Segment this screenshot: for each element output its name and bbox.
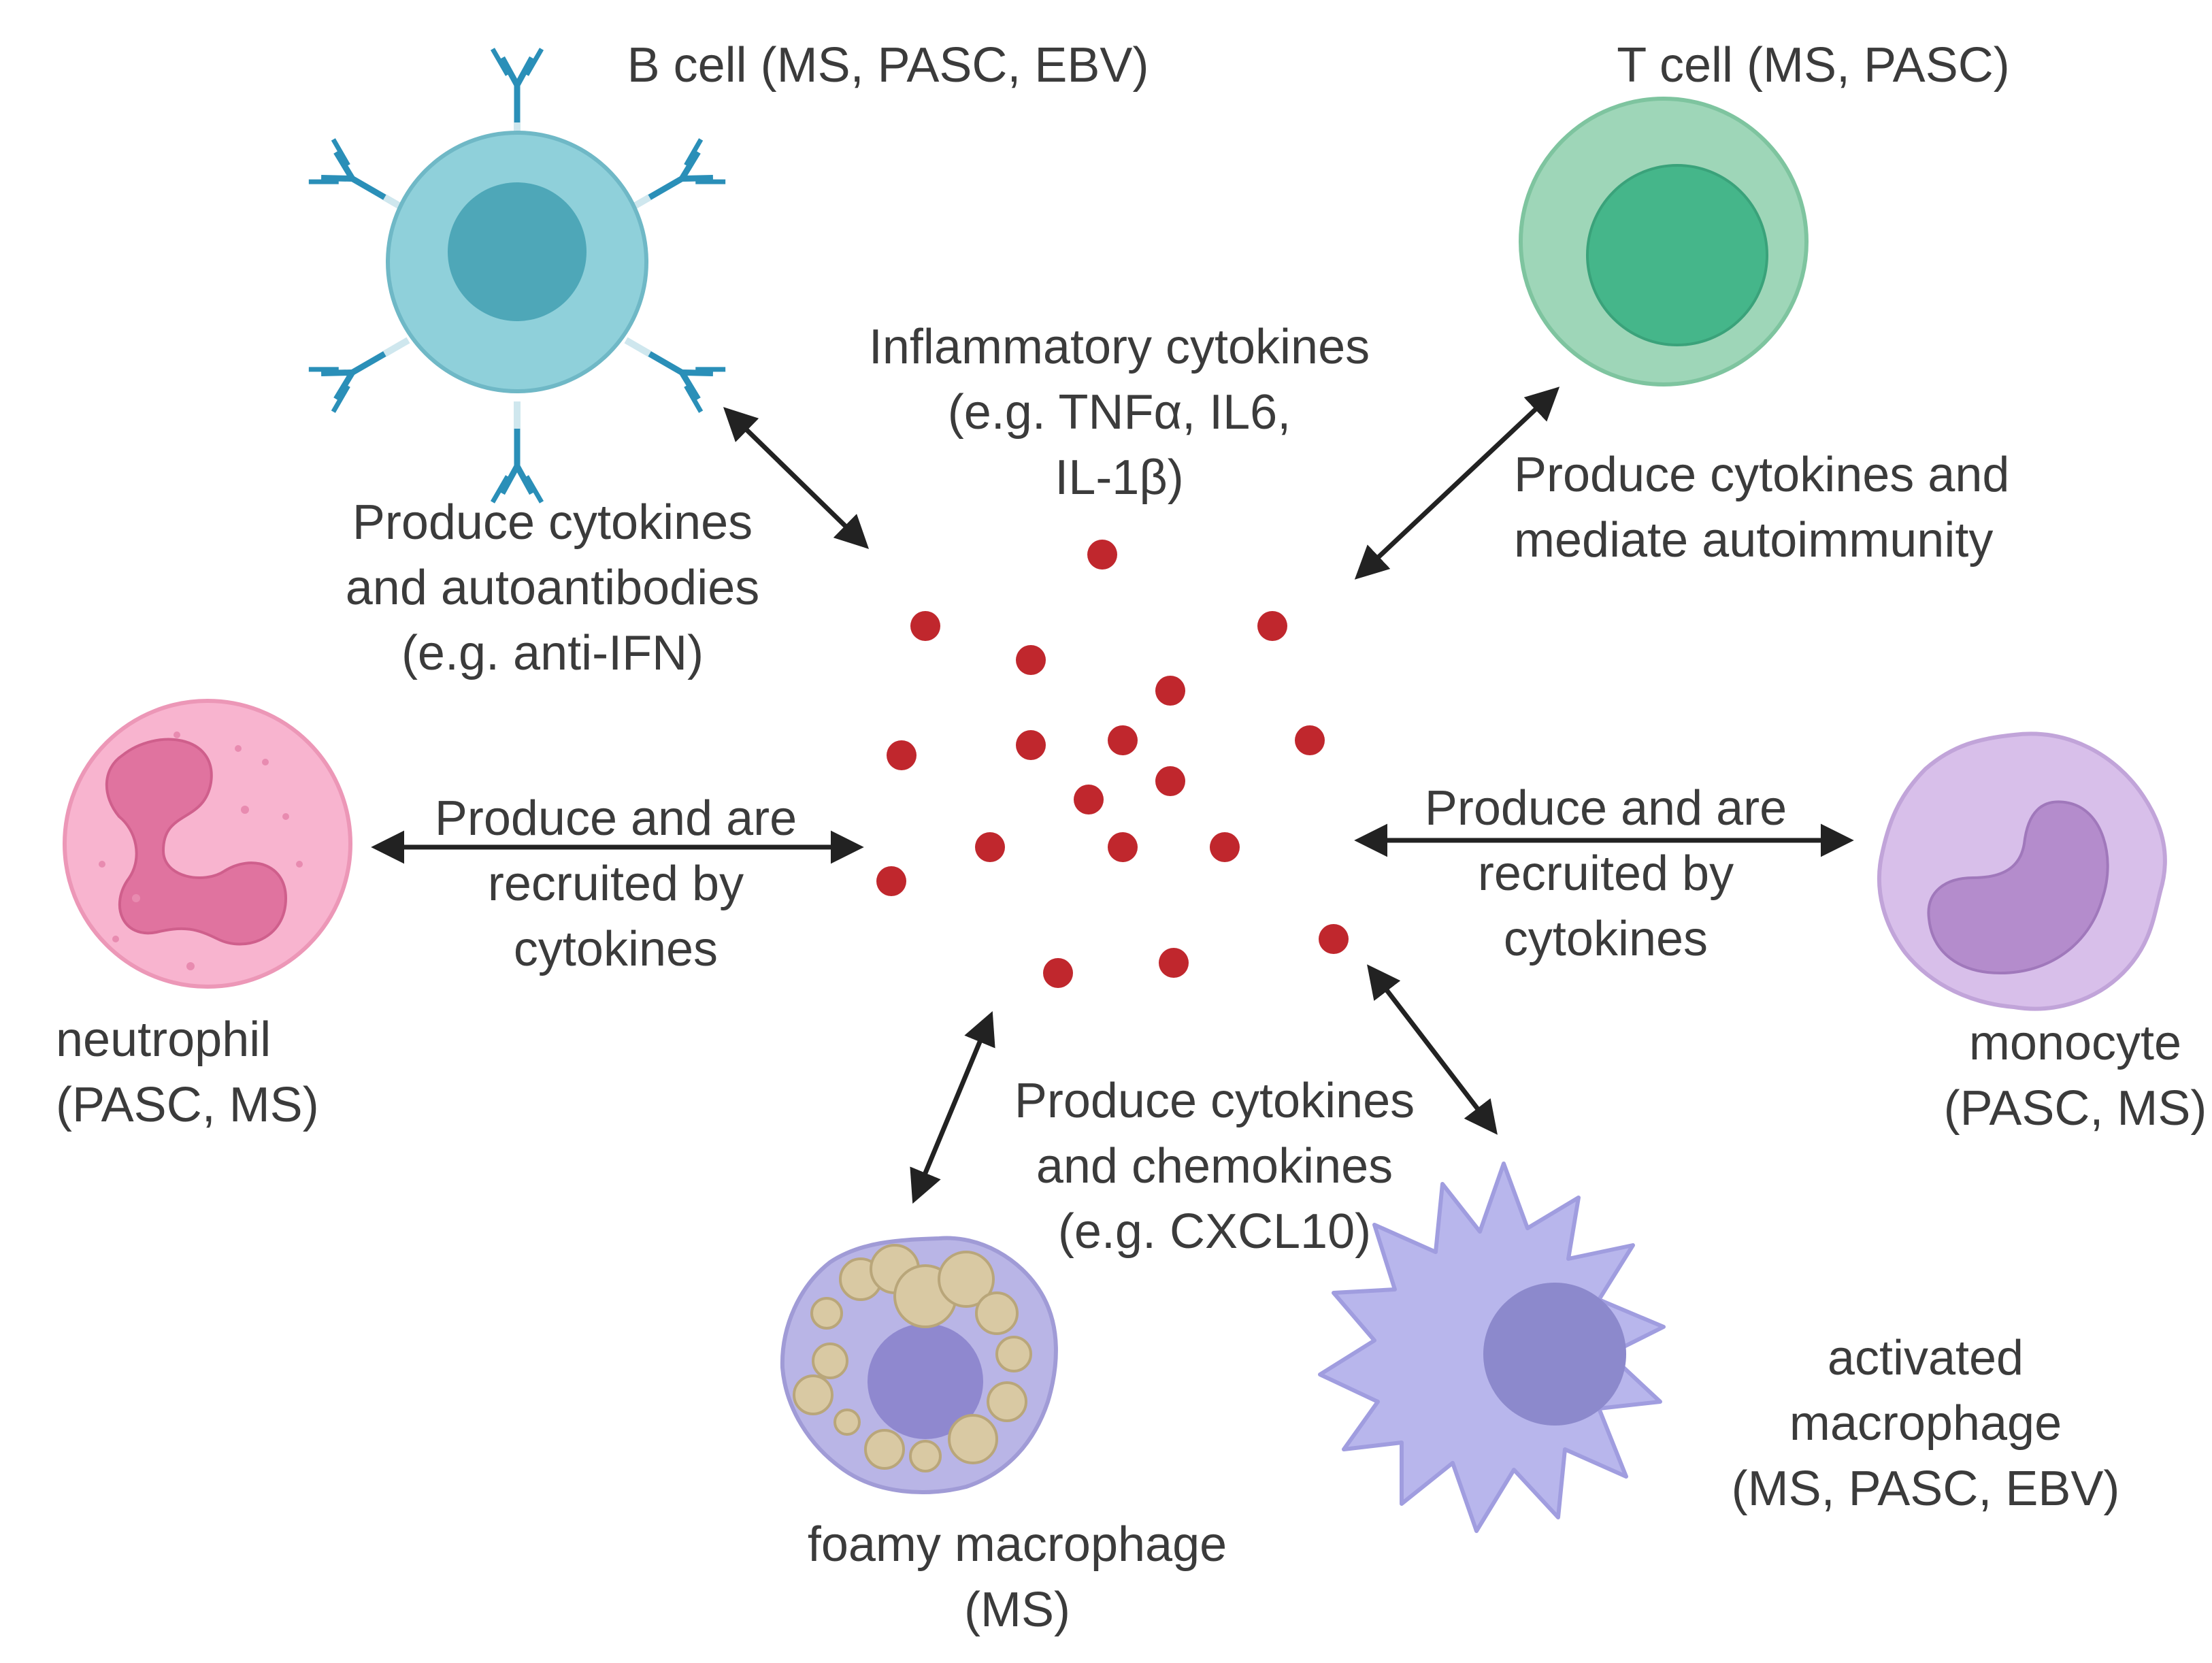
cytokine-dot: [1155, 766, 1185, 796]
cytokine-dot: [1108, 725, 1138, 755]
b-cell-nucleus: [448, 182, 587, 321]
cytokine-dot: [910, 611, 940, 641]
t-cell: [1519, 97, 1809, 386]
cytokine-cluster: [876, 540, 1349, 988]
cytokine-dot: [1295, 725, 1325, 755]
activated-macrophage: [1318, 1162, 1666, 1533]
neutrophil-granules: [99, 731, 303, 970]
b-cell-name: B cell (MS, PASC, EBV): [627, 38, 1149, 93]
monocyte-role: Produce and are recruited by cytokines: [1424, 781, 1787, 966]
b-cell-role: Produce cytokines and autoantibodies (e.…: [345, 495, 760, 680]
cytokine-dot: [887, 740, 917, 770]
cytokine-dot: [975, 832, 1005, 862]
monocyte: [1877, 731, 2167, 1011]
cytokine-dot: [1074, 785, 1104, 814]
t-cell-role: Produce cytokines and mediate autoimmuni…: [1514, 448, 2010, 567]
cytokine-dot: [1257, 611, 1287, 641]
foamy-macrophage-name: foamy macrophage (MS): [807, 1517, 1227, 1637]
lipid-droplets: [793, 1244, 1032, 1472]
arrow-foamy-macrophage: [910, 1010, 995, 1204]
cytokine-dot: [1108, 832, 1138, 862]
cytokine-label: Inflammatory cytokines (e.g. TNFα, IL6, …: [868, 320, 1370, 505]
cytokine-dot: [1210, 832, 1240, 862]
arrow-b-cell: [723, 407, 870, 549]
cytokine-dot: [876, 866, 906, 896]
monocyte-name: monocyte (PASC, MS): [1943, 1016, 2207, 1136]
neutrophil-name: neutrophil (PASC, MS): [56, 1012, 319, 1132]
neutrophil-role: Produce and are recruited by cytokines: [434, 791, 797, 976]
neutrophil-nucleus: [105, 738, 288, 946]
t-cell-name: T cell (MS, PASC): [1617, 38, 2010, 93]
neutrophil-membrane: [63, 699, 352, 989]
cytokine-dot: [1043, 958, 1073, 988]
t-cell-nucleus: [1586, 164, 1768, 346]
cytokine-dot: [1155, 676, 1185, 706]
activated-macrophage-nucleus: [1483, 1283, 1626, 1426]
cytokine-dot: [1016, 730, 1046, 760]
arrow-activated-macrophage: [1367, 964, 1498, 1135]
arrow-t-cell: [1354, 386, 1560, 580]
macrophages-role: Produce cytokines and chemokines (e.g. C…: [1014, 1074, 1415, 1259]
cytokine-dot: [1159, 948, 1189, 978]
b-cell: [309, 49, 725, 502]
activated-macrophage-name: activated macrophage (MS, PASC, EBV): [1731, 1331, 2120, 1516]
monocyte-nucleus: [1927, 800, 2109, 975]
cytokine-dot: [1087, 540, 1117, 570]
foamy-macrophage-nucleus: [868, 1323, 983, 1439]
cytokine-dot: [1016, 645, 1046, 675]
neutrophil: [63, 699, 352, 989]
cytokine-dot: [1319, 924, 1349, 954]
foamy-macrophage: [780, 1236, 1058, 1494]
